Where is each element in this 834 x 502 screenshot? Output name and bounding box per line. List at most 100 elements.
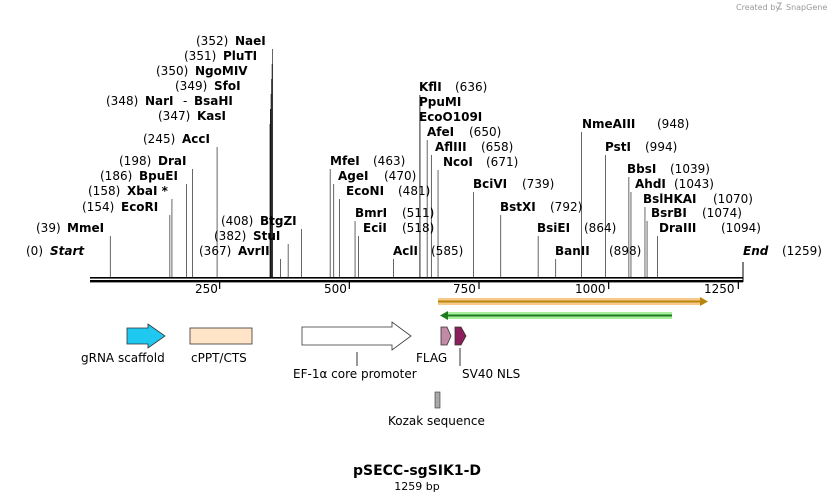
site-name: EcoRI	[121, 200, 158, 214]
site-pos: (470)	[384, 169, 416, 183]
site-name: BsiEI	[537, 221, 570, 235]
map-length: 1259 bp	[394, 480, 439, 493]
site-name: BsaHI	[194, 94, 233, 108]
site-pos: (158)	[88, 184, 120, 198]
site-name: BsrBI	[651, 206, 687, 220]
site-name: DraIII	[659, 221, 696, 235]
cppt-cts-box	[189, 327, 253, 345]
site-pos: (864)	[584, 221, 616, 235]
site-name: XbaI *	[127, 184, 169, 198]
site-name: MfeI	[330, 154, 360, 168]
site-pos: (585)	[431, 244, 463, 258]
feature-grna-scaffold: gRNA scaffold	[81, 323, 166, 365]
feature-label: FLAG	[416, 351, 447, 365]
site-name: BslHKAI	[643, 192, 697, 206]
site-pos: (39)	[36, 221, 61, 235]
site-pos: (198)	[119, 154, 151, 168]
site-pos: (352)	[196, 34, 228, 48]
site-pos: (1074)	[702, 206, 742, 220]
site-pos: (1039)	[670, 162, 710, 176]
site-name: AvrII	[238, 244, 270, 258]
site-pos: (658)	[481, 140, 513, 154]
orf-reverse-arrow	[440, 311, 672, 320]
site-pos: (154)	[82, 200, 114, 214]
site-pos: (739)	[522, 177, 554, 191]
feature-flag: FLAG	[416, 326, 452, 365]
sequence-backbone	[90, 262, 744, 283]
site-pos: (948)	[657, 117, 689, 131]
site-name: BstXI	[500, 200, 536, 214]
feature-sv40-nls: SV40 NLS	[454, 326, 520, 381]
site-pos: (349)	[175, 79, 207, 93]
site-pos: (463)	[373, 154, 405, 168]
site-pos: (382)	[214, 229, 246, 243]
site-name: NarI	[145, 94, 174, 108]
end-label: End	[743, 244, 769, 258]
site-pos: (481)	[398, 184, 430, 198]
ruler-label: 1250	[704, 282, 735, 296]
site-name: MmeI	[67, 221, 104, 235]
site-pos: (792)	[550, 200, 582, 214]
site-pos: (348)	[106, 94, 138, 108]
site-name: NgoMIV	[195, 64, 248, 78]
site-name: BanII	[555, 244, 590, 258]
site-name: EciI	[363, 221, 387, 235]
start-label: Start	[50, 244, 85, 258]
end-pos: (1259)	[782, 244, 822, 258]
site-name: PluTI	[223, 49, 257, 63]
flag-arrow	[440, 326, 452, 346]
site-pos: (898)	[609, 244, 641, 258]
site-pos: (347)	[158, 109, 190, 123]
site-name: AclI	[393, 244, 418, 258]
site-pos: (351)	[184, 49, 216, 63]
site-name: StuI	[253, 229, 280, 243]
ruler-label: 1000	[575, 282, 606, 296]
site-name: BtgZI	[260, 214, 297, 228]
site-name: BpuEI	[139, 169, 178, 183]
snapgene-logo-icon	[777, 2, 782, 10]
ef1a-promoter-arrow	[301, 321, 412, 351]
site-name: AccI	[182, 132, 210, 146]
feature-label: SV40 NLS	[462, 367, 520, 381]
site-name: EcoO109I	[419, 110, 482, 124]
site-name: NaeI	[235, 34, 266, 48]
site-pos: (511)	[402, 206, 434, 220]
feature-label: gRNA scaffold	[81, 351, 165, 365]
site-name: PstI	[605, 140, 631, 154]
kozak-box	[434, 391, 441, 409]
site-pos: (186)	[100, 169, 132, 183]
site-name: NmeAIII	[582, 117, 635, 131]
snapgene-credit: Created by SnapGene	[736, 2, 827, 12]
site-name: BmrI	[355, 206, 387, 220]
site-pos: (518)	[402, 221, 434, 235]
orf-reverse-head	[440, 311, 448, 320]
feature-label: EF-1α core promoter	[293, 367, 417, 381]
site-connector-lines	[109, 49, 658, 277]
site-pos: (350)	[156, 64, 188, 78]
site-pos: (1094)	[721, 221, 761, 235]
site-name: BciVI	[473, 177, 507, 191]
start-pos: (0)	[26, 244, 43, 258]
site-name: SfoI	[214, 79, 241, 93]
site-pos: (1070)	[713, 192, 753, 206]
site-name: AgeI	[338, 169, 368, 183]
site-pos: (245)	[143, 132, 175, 146]
feature-ef1a-promoter: EF-1α core promoter	[293, 321, 417, 381]
site-name: AhdI	[635, 177, 666, 191]
ruler-label: 250	[195, 282, 218, 296]
map-title: pSECC-sgSIK1-D	[353, 463, 481, 479]
site-name: DraI	[158, 154, 186, 168]
site-name: EcoNI	[346, 184, 384, 198]
site-pos: (367)	[199, 244, 231, 258]
site-name: PpuMI	[419, 95, 461, 109]
restriction-sites: (39) MmeI (154) EcoRI (158) XbaI * (186)…	[26, 34, 822, 258]
site-separator: -	[183, 94, 187, 108]
feature-cppt-cts: cPPT/CTS	[189, 327, 253, 365]
credit-text: Created by	[736, 3, 780, 12]
site-name: AfeI	[427, 125, 454, 139]
ruler: 250 500 750 1000 1250	[195, 282, 739, 296]
orf-forward-arrow	[438, 297, 708, 306]
site-pos: (671)	[486, 155, 518, 169]
ruler-label: 500	[324, 282, 347, 296]
brand-text: SnapGene	[786, 3, 827, 12]
